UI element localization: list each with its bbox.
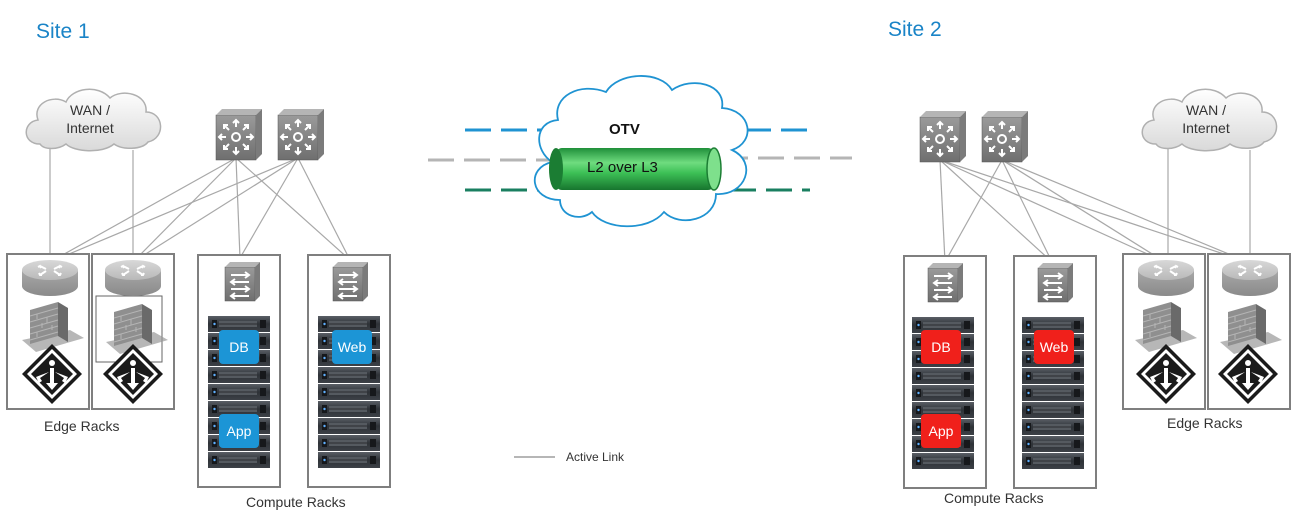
site2-vm-web: Web — [1034, 330, 1074, 364]
site2-core-switch-1-icon — [919, 110, 967, 163]
site2-core-switch-2-icon — [981, 110, 1029, 163]
site2-router-2-icon — [1221, 259, 1279, 297]
site2-title: Site 2 — [888, 18, 942, 41]
site2-tor-switch-1-icon — [927, 262, 964, 303]
site1-edge-caption: Edge Racks — [44, 418, 120, 434]
site1-router-2-icon — [104, 259, 162, 297]
site1-tor-switch-2-icon — [332, 261, 369, 302]
site1-cloud-label: WAN / Internet — [66, 102, 114, 136]
site1-core-switch-1-icon — [215, 108, 263, 161]
legend-active-link: Active Link — [566, 450, 625, 464]
site2-vm-app: App — [921, 414, 961, 448]
site2-vm-db: DB — [921, 330, 961, 364]
l2-over-l3-tunnel — [549, 147, 722, 191]
tunnel-label: L2 over L3 — [587, 159, 658, 176]
site1-vm-db: DB — [219, 330, 259, 364]
site1-vm-web: Web — [332, 330, 372, 364]
site1-compute-caption: Compute Racks — [246, 494, 346, 510]
otv-title: OTV — [609, 121, 640, 138]
site2-cloud-label: WAN / Internet — [1182, 102, 1230, 136]
site1-tor-switch-1-icon — [224, 261, 261, 302]
site1-title: Site 1 — [36, 20, 90, 43]
site1-core-switch-2-icon — [277, 108, 325, 161]
site2-router-1-icon — [1137, 259, 1195, 297]
otv-dashed-links — [428, 128, 852, 192]
site1-links — [49, 148, 351, 263]
site2-compute-caption: Compute Racks — [944, 490, 1044, 506]
site2-tor-switch-2-icon — [1037, 262, 1074, 303]
site1-vm-app: App — [219, 414, 259, 448]
site2-links — [939, 148, 1251, 263]
site1-router-1-icon — [21, 259, 79, 297]
site2-edge-caption: Edge Racks — [1167, 415, 1243, 431]
